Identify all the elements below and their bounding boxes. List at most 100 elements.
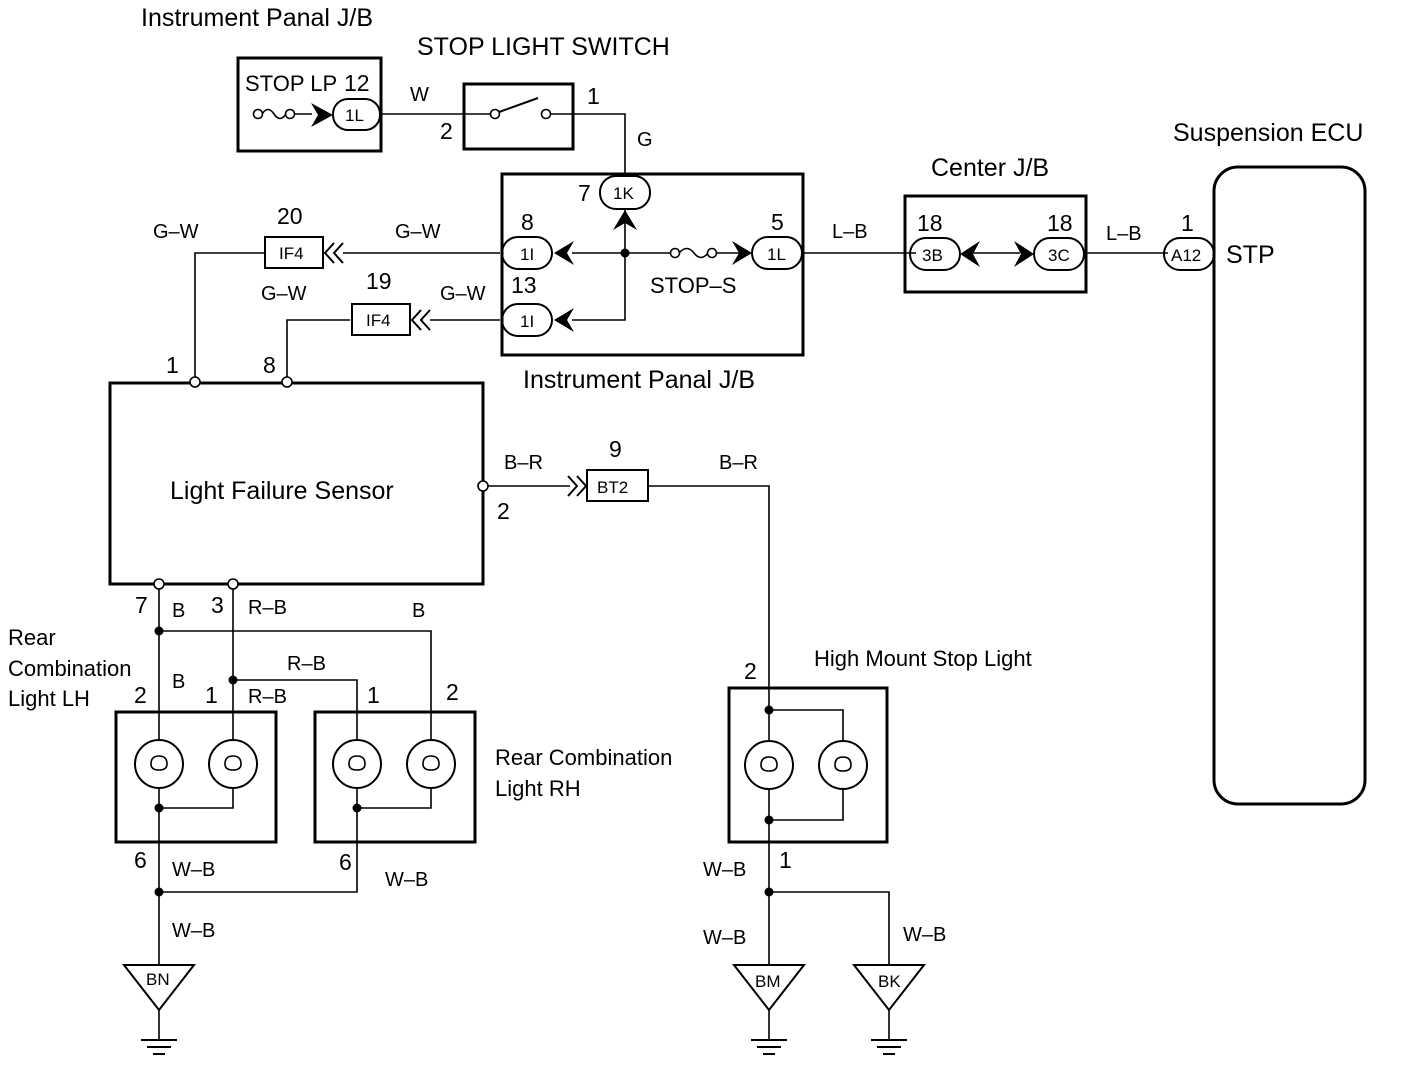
title-rcl-rh-2: Light RH xyxy=(495,776,581,801)
pin-hm-2: 2 xyxy=(744,658,757,684)
bulb-icons xyxy=(134,739,868,790)
inline-connector-if4-19 xyxy=(351,303,431,336)
terminal-arrows xyxy=(311,103,1034,332)
wire-rb-2: R–B xyxy=(287,653,326,675)
title-rcl-lh-3: Light LH xyxy=(8,686,90,711)
pin-lfs-1: 1 xyxy=(166,352,179,378)
label-stop-s: STOP–S xyxy=(650,273,736,298)
pin-switch-1: 1 xyxy=(587,83,600,109)
pin-lfs-7: 7 xyxy=(135,592,148,618)
wire-wb-4: W–B xyxy=(703,859,746,881)
wire-wb-5: W–B xyxy=(703,927,746,949)
pin-lfs-8: 8 xyxy=(263,352,276,378)
wire-lb-1: L–B xyxy=(832,221,868,243)
title-rcl-rh-1: Rear Combination xyxy=(495,745,672,770)
conn-3c: 3C xyxy=(1048,246,1070,265)
ground-bk-label: BK xyxy=(878,972,901,991)
conn-3b: 3B xyxy=(922,246,943,265)
pin-rh-6: 6 xyxy=(339,849,352,875)
wire-br-2: B–R xyxy=(719,452,758,474)
pin-8: 8 xyxy=(521,209,534,235)
fuse-icon-stop-lp xyxy=(252,108,312,120)
lfs-terminals xyxy=(153,376,489,590)
ipjb-top-box xyxy=(236,56,383,153)
title-suspension-ecu: Suspension ECU xyxy=(1173,119,1363,147)
conn-a12: A12 xyxy=(1171,246,1201,265)
suspension-ecu-box xyxy=(1212,165,1367,806)
pin-lfs-2: 2 xyxy=(497,498,510,524)
wire-wb-2: W–B xyxy=(385,869,428,891)
wire-g: G xyxy=(637,129,653,151)
pin-lfs-3: 3 xyxy=(211,592,224,618)
wire-gw-2: G–W xyxy=(395,221,441,243)
rcl-rh-box xyxy=(313,710,477,844)
title-center-jb: Center J/B xyxy=(931,154,1049,182)
wire-labels: W G G–W G–W G–W G–W L–B L–B B–R B–R B R–… xyxy=(153,84,1142,949)
wire-lb-2: L–B xyxy=(1106,223,1142,245)
pin-5: 5 xyxy=(771,209,784,235)
title-light-failure-sensor: Light Failure Sensor xyxy=(170,477,394,505)
junction-dots xyxy=(154,248,774,897)
component-boxes xyxy=(108,56,1367,844)
rcl-lh-box xyxy=(114,710,278,844)
conn-1k: 1K xyxy=(613,184,634,203)
stop-switch-box xyxy=(462,82,575,151)
inline-connector-bt2 xyxy=(567,469,649,502)
title-stop-switch: STOP LIGHT SWITCH xyxy=(417,33,670,61)
ground-bn-label: BN xyxy=(146,970,170,989)
conn-bt2: BT2 xyxy=(597,478,628,497)
pin-19: 19 xyxy=(366,268,392,294)
pin-switch-2: 2 xyxy=(440,118,453,144)
ground-bm-icon xyxy=(731,964,807,1055)
connector-codes: 1L 1K 1I 1I 1L 3B 3C A12 IF4 IF4 BT2 xyxy=(279,106,1201,497)
wire-gw-3: G–W xyxy=(261,283,307,305)
conn-1i-a: 1I xyxy=(520,245,534,264)
wire-w: W xyxy=(410,84,429,106)
pin-lh-1: 1 xyxy=(205,682,218,708)
bulb-hmsl-2-icon xyxy=(818,740,868,790)
wire-b-2: B xyxy=(412,600,425,622)
conn-if4-b: IF4 xyxy=(366,311,391,330)
wire-b-1: B xyxy=(172,600,185,622)
bulb-lh-1-icon xyxy=(134,739,184,789)
pin-18-3c: 18 xyxy=(1047,210,1073,236)
ground-bk-icon xyxy=(851,964,927,1055)
wire-wb-1: W–B xyxy=(172,859,215,881)
inline-connector-if4-20 xyxy=(264,236,344,269)
bulb-rh-2-icon xyxy=(406,739,456,789)
pin-numbers: 12 1 2 7 8 13 5 20 19 18 18 1 1 8 2 9 7 … xyxy=(134,70,1194,875)
pin-7: 7 xyxy=(578,180,591,206)
pin-rh-1: 1 xyxy=(367,682,380,708)
wire-rb-3: R–B xyxy=(248,686,287,708)
title-ipjb-mid: Instrument Panal J/B xyxy=(523,366,755,394)
conn-if4-a: IF4 xyxy=(279,244,304,263)
ground-bm-label: BM xyxy=(755,972,781,991)
stop-switch-contacts xyxy=(489,97,552,120)
pin-rh-2: 2 xyxy=(446,679,459,705)
wire-rb-1: R–B xyxy=(248,597,287,619)
ground-bn-icon xyxy=(121,964,197,1055)
wires xyxy=(158,113,1168,965)
pin-9: 9 xyxy=(609,436,622,462)
bulb-rh-1-icon xyxy=(332,739,382,789)
wire-br-1: B–R xyxy=(504,452,543,474)
pin-lh-6: 6 xyxy=(134,847,147,873)
conn-1i-b: 1I xyxy=(520,312,534,331)
conn-1l-top: 1L xyxy=(345,106,364,125)
title-hmsl: High Mount Stop Light xyxy=(814,646,1032,671)
center-jb-box xyxy=(903,194,1088,294)
pin-20: 20 xyxy=(277,203,303,229)
hmsl-box xyxy=(727,686,889,844)
wire-gw-1: G–W xyxy=(153,221,199,243)
title-ipjb-top: Instrument Panal J/B xyxy=(141,4,373,32)
wire-wb-6: W–B xyxy=(903,924,946,946)
title-rcl-lh-1: Rear xyxy=(8,625,56,650)
pin-13: 13 xyxy=(511,272,537,298)
wire-gw-4: G–W xyxy=(440,283,486,305)
pin-lh-2: 2 xyxy=(134,682,147,708)
ipjb-mid-box xyxy=(500,172,805,357)
wire-b-3: B xyxy=(172,671,185,693)
bulb-lh-2-icon xyxy=(208,739,258,789)
pin-18-3b: 18 xyxy=(917,210,943,236)
